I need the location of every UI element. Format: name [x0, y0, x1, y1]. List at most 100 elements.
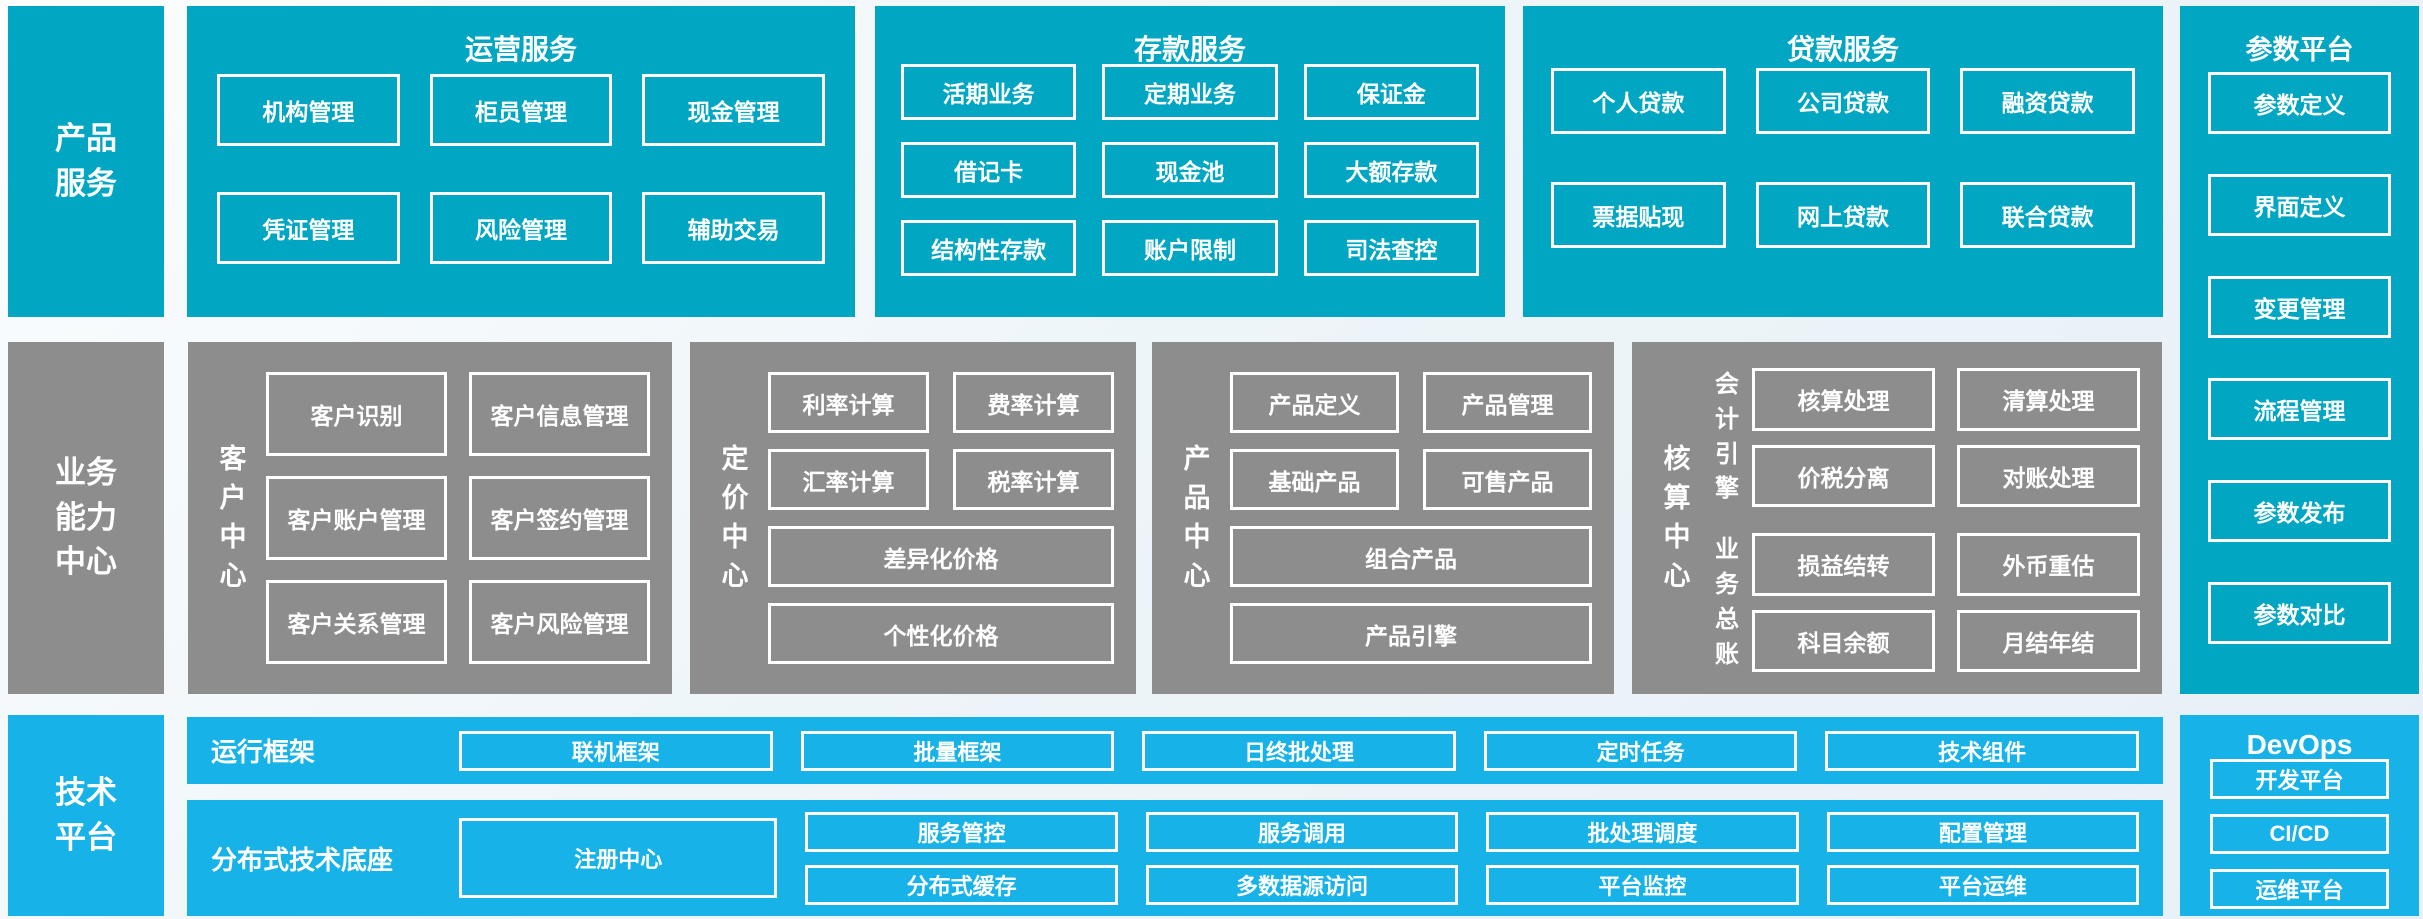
- accounting-center-label: 核算中心: [1663, 443, 1691, 592]
- accounting-engine-grid: 核算处理 清算处理 价税分离 对账处理: [1752, 368, 2140, 508]
- pricing-center-grid: 利率计算 费率计算 汇率计算 税率计算 差异化价格 个性化价格: [768, 372, 1114, 664]
- technology-platform-label: 技术平台: [55, 774, 117, 855]
- accounting-engine-label: 会计引擎: [1715, 371, 1739, 503]
- runtime-item: 日终批处理: [1142, 730, 1456, 771]
- runtime-item: 批量框架: [800, 730, 1115, 771]
- operations-grid: 机构管理 柜员管理 现金管理 凭证管理 风险管理 辅助交易: [187, 50, 855, 264]
- row-label-product-services: 产品服务: [8, 6, 164, 317]
- customer-item: 客户风险管理: [469, 580, 650, 664]
- parameter-platform-items: 参数定义 界面定义 变更管理 流程管理 参数发布 参数对比: [2180, 50, 2419, 644]
- product-center-label-col: 产品中心: [1174, 372, 1220, 664]
- runtime-item: 定时任务: [1483, 730, 1798, 771]
- business-ledger-grid: 损益结转 外币重估 科目余额 月结年结: [1752, 533, 2140, 673]
- accounting-engine-label-col: 会计引擎: [1710, 368, 1744, 507]
- customer-center-label-col: 客户中心: [210, 372, 256, 664]
- runtime-item: 联机框架: [459, 730, 773, 771]
- parameter-item: 参数定义: [2208, 72, 2391, 134]
- product-item: 产品定义: [1230, 372, 1399, 433]
- deposit-item: 保证金: [1303, 64, 1479, 120]
- business-capability-label: 业务能力中心: [55, 454, 117, 580]
- operations-item: 现金管理: [642, 74, 825, 146]
- deposit-item: 账户限制: [1102, 220, 1278, 276]
- registry-center-box: 注册中心: [459, 818, 778, 898]
- distributed-item: 多数据源访问: [1145, 864, 1459, 905]
- panel-customer-center: 客户中心 客户识别 客户信息管理 客户账户管理 客户签约管理 客户关系管理 客户…: [188, 342, 672, 694]
- customer-item: 客户账户管理: [266, 476, 447, 560]
- deposit-grid: 活期业务 定期业务 保证金 借记卡 现金池 大额存款 结构性存款 账户限制 司法…: [875, 50, 1505, 276]
- distributed-base-label: 分布式技术底座: [211, 844, 394, 875]
- devops-item: 运维平台: [2210, 869, 2389, 909]
- operations-title: 运营服务: [464, 34, 577, 65]
- accounting-item: 对账处理: [1957, 444, 2140, 508]
- customer-center-grid: 客户识别 客户信息管理 客户账户管理 客户签约管理 客户关系管理 客户风险管理: [266, 372, 650, 664]
- panel-accounting-center: 核算中心 会计引擎 核算处理 清算处理 价税分离 对账处理 业务总账 损: [1632, 342, 2162, 694]
- accounting-item: 价税分离: [1752, 444, 1935, 508]
- panel-product-center: 产品中心 产品定义 产品管理 基础产品 可售产品 组合产品 产品引擎: [1152, 342, 1614, 694]
- accounting-center-label-col: 核算中心: [1654, 368, 1700, 668]
- accounting-item: 核算处理: [1752, 368, 1935, 431]
- row-label-business-capability: 业务能力中心: [8, 342, 164, 694]
- devops-items: 开发平台 CI/CD 运维平台: [2180, 749, 2419, 909]
- panel-runtime-framework: 运行框架 联机框架 批量框架 日终批处理 定时任务 技术组件: [187, 717, 2163, 784]
- devops-item: 开发平台: [2210, 759, 2389, 799]
- pricing-item-wide: 差异化价格: [768, 526, 1114, 587]
- product-item-wide: 组合产品: [1230, 526, 1592, 587]
- distributed-item: 平台运维: [1826, 864, 2140, 905]
- distributed-item: 分布式缓存: [805, 864, 1118, 905]
- deposit-item: 司法查控: [1303, 220, 1479, 276]
- loan-title: 贷款服务: [1786, 34, 1899, 65]
- parameter-item: 参数对比: [2208, 582, 2391, 644]
- runtime-framework-label: 运行框架: [211, 737, 316, 767]
- product-services-label: 产品服务: [55, 120, 117, 201]
- loan-item: 票据贴现: [1551, 182, 1726, 248]
- product-item-wide: 产品引擎: [1230, 603, 1592, 664]
- pricing-item: 利率计算: [768, 372, 929, 433]
- product-center-grid: 产品定义 产品管理 基础产品 可售产品 组合产品 产品引擎: [1230, 372, 1592, 664]
- pricing-center-label-col: 定价中心: [712, 372, 758, 664]
- loan-item: 个人贷款: [1551, 68, 1726, 134]
- accounting-item: 科目余额: [1752, 609, 1935, 673]
- deposit-title: 存款服务: [1133, 34, 1246, 65]
- row-label-technology-platform: 技术平台: [8, 715, 164, 916]
- distributed-item: 服务管控: [805, 811, 1118, 852]
- distributed-column: 服务调用 多数据源访问: [1145, 811, 1459, 905]
- deposit-item: 结构性存款: [901, 220, 1077, 276]
- devops-item: CI/CD: [2210, 814, 2389, 854]
- operations-item: 机构管理: [217, 74, 400, 146]
- distributed-item: 平台监控: [1486, 864, 1799, 905]
- loan-grid: 个人贷款 公司贷款 融资贷款 票据贴现 网上贷款 联合贷款: [1523, 50, 2163, 248]
- business-ledger-label: 业务总账: [1715, 536, 1739, 668]
- accounting-item: 清算处理: [1957, 368, 2140, 431]
- distributed-column: 服务管控 分布式缓存: [805, 811, 1118, 905]
- panel-devops: DevOps 开发平台 CI/CD 运维平台: [2180, 715, 2419, 916]
- devops-title: DevOps: [2246, 729, 2353, 760]
- pricing-item-wide: 个性化价格: [768, 603, 1114, 664]
- customer-item: 客户识别: [266, 372, 447, 456]
- panel-loan-services: 贷款服务 个人贷款 公司贷款 融资贷款 票据贴现 网上贷款 联合贷款: [1523, 6, 2163, 317]
- deposit-item: 借记卡: [901, 142, 1077, 198]
- operations-item: 辅助交易: [642, 192, 825, 264]
- customer-item: 客户签约管理: [469, 476, 650, 560]
- distributed-column: 批处理调度 平台监控: [1486, 811, 1799, 905]
- deposit-item: 定期业务: [1102, 64, 1278, 120]
- product-center-label: 产品中心: [1183, 443, 1211, 592]
- operations-item: 凭证管理: [217, 192, 400, 264]
- distributed-item: 配置管理: [1826, 811, 2140, 852]
- customer-item: 客户关系管理: [266, 580, 447, 664]
- panel-parameter-platform: 参数平台 参数定义 界面定义 变更管理 流程管理 参数发布 参数对比: [2180, 6, 2419, 694]
- deposit-item: 现金池: [1102, 142, 1278, 198]
- panel-distributed-base: 分布式技术底座 注册中心 服务管控 分布式缓存 服务调用 多数据源访问 批处理调…: [187, 800, 2163, 916]
- distributed-item: 批处理调度: [1486, 811, 1799, 852]
- pricing-item: 费率计算: [953, 372, 1114, 433]
- panel-pricing-center: 定价中心 利率计算 费率计算 汇率计算 税率计算 差异化价格 个性化价格: [690, 342, 1136, 694]
- panel-deposit-services: 存款服务 活期业务 定期业务 保证金 借记卡 现金池 大额存款 结构性存款 账户…: [875, 6, 1505, 317]
- parameter-item: 界面定义: [2208, 174, 2391, 236]
- operations-item: 风险管理: [429, 192, 613, 264]
- deposit-item: 大额存款: [1303, 142, 1479, 198]
- customer-center-label: 客户中心: [219, 443, 247, 592]
- customer-item: 客户信息管理: [469, 372, 650, 456]
- pricing-item: 税率计算: [953, 449, 1114, 510]
- runtime-item: 技术组件: [1825, 730, 2139, 771]
- distributed-column: 配置管理 平台运维: [1826, 811, 2140, 905]
